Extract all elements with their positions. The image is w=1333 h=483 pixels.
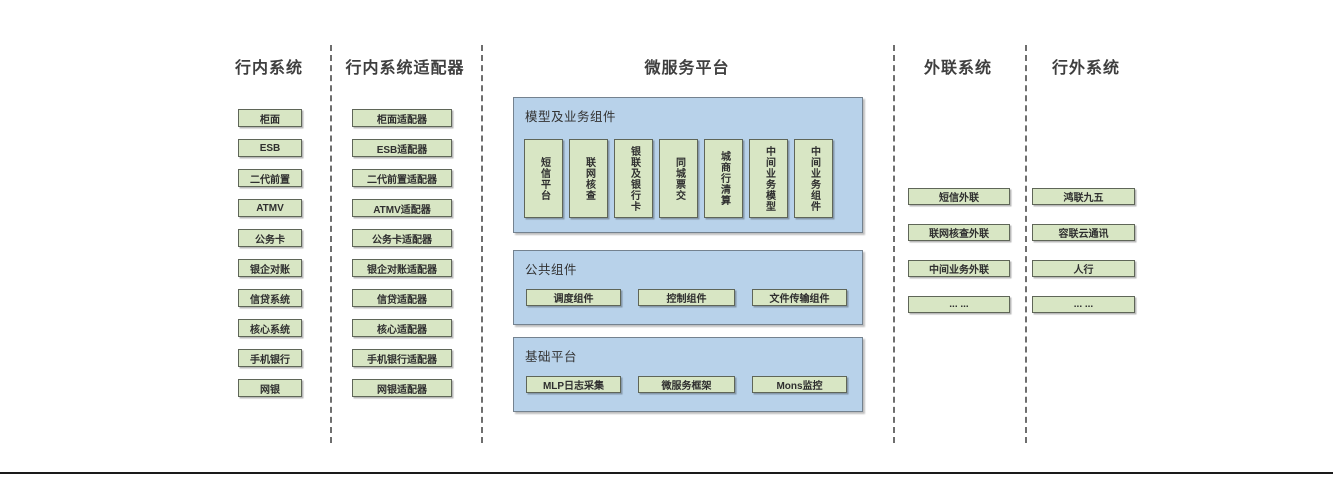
group-common-components: 公共组件 调度组件 控制组件 文件传输组件 [513, 250, 863, 325]
divider-platform-outreach [893, 45, 895, 443]
system-box: 二代前置 [238, 169, 302, 187]
group-label: 基础平台 [525, 350, 578, 364]
component-box: 同城票交 [659, 139, 698, 218]
outreach-box: 短信外联 [908, 188, 1010, 205]
component-box: 文件传输组件 [752, 289, 847, 306]
column-title-adapters: 行内系统适配器 [345, 60, 465, 77]
outreach-box: 联网核查外联 [908, 224, 1010, 241]
column-title-outreach: 外联系统 [923, 60, 993, 77]
system-box: 信贷系统 [238, 289, 302, 307]
system-box: 公务卡 [238, 229, 302, 247]
system-box: 核心系统 [238, 319, 302, 337]
adapter-box: 手机银行适配器 [352, 349, 452, 367]
adapter-box: ATMV适配器 [352, 199, 452, 217]
outreach-box: ... ... [908, 296, 1010, 313]
vertical-components-row: 短信平台 联网核查 银联及银行卡 同城票交 城商行清算 中间业务模型 中间业务组… [524, 139, 833, 218]
divider-outreach-external [1025, 45, 1027, 443]
column-title-external: 行外系统 [1051, 60, 1121, 77]
column-title-internal: 行内系统 [234, 60, 304, 77]
component-box: MLP日志采集 [526, 376, 621, 393]
component-box: 联网核查 [569, 139, 608, 218]
group-model-business-components: 模型及业务组件 短信平台 联网核查 银联及银行卡 同城票交 城商行清算 中间业务… [513, 97, 863, 233]
adapters-column: 柜面适配器 ESB适配器 二代前置适配器 ATMV适配器 公务卡适配器 银企对账… [352, 109, 452, 397]
system-box: 银企对账 [238, 259, 302, 277]
adapter-box: 信贷适配器 [352, 289, 452, 307]
group-base-platform: 基础平台 MLP日志采集 微服务框架 Mons监控 [513, 337, 863, 412]
group-label: 公共组件 [525, 263, 578, 277]
component-box: 调度组件 [526, 289, 621, 306]
common-components-row: 调度组件 控制组件 文件传输组件 [526, 289, 847, 306]
component-box: 控制组件 [638, 289, 735, 306]
adapter-box: 核心适配器 [352, 319, 452, 337]
external-box: 鸿联九五 [1032, 188, 1135, 205]
component-box: 城商行清算 [704, 139, 743, 218]
external-box: ... ... [1032, 296, 1135, 313]
bottom-rule [0, 472, 1333, 474]
base-platform-row: MLP日志采集 微服务框架 Mons监控 [526, 376, 847, 393]
component-box: 中间业务模型 [749, 139, 788, 218]
component-box: Mons监控 [752, 376, 847, 393]
adapter-box: ESB适配器 [352, 139, 452, 157]
divider-internal-adapters [330, 45, 332, 443]
adapter-box: 柜面适配器 [352, 109, 452, 127]
divider-adapters-platform [481, 45, 483, 443]
internal-systems-column: 柜面 ESB 二代前置 ATMV 公务卡 银企对账 信贷系统 核心系统 手机银行… [238, 109, 302, 397]
system-box: ATMV [238, 199, 302, 217]
external-box: 人行 [1032, 260, 1135, 277]
system-box: ESB [238, 139, 302, 157]
adapter-box: 银企对账适配器 [352, 259, 452, 277]
outreach-systems-column: 短信外联 联网核查外联 中间业务外联 ... ... [908, 188, 1010, 313]
system-box: 手机银行 [238, 349, 302, 367]
component-box: 短信平台 [524, 139, 563, 218]
system-box: 网银 [238, 379, 302, 397]
external-box: 容联云通讯 [1032, 224, 1135, 241]
column-title-platform: 微服务平台 [644, 60, 730, 77]
adapter-box: 网银适配器 [352, 379, 452, 397]
component-box: 银联及银行卡 [614, 139, 653, 218]
adapter-box: 公务卡适配器 [352, 229, 452, 247]
outreach-box: 中间业务外联 [908, 260, 1010, 277]
component-box: 中间业务组件 [794, 139, 833, 218]
external-systems-column: 鸿联九五 容联云通讯 人行 ... ... [1032, 188, 1135, 313]
system-box: 柜面 [238, 109, 302, 127]
component-box: 微服务框架 [638, 376, 735, 393]
adapter-box: 二代前置适配器 [352, 169, 452, 187]
group-label: 模型及业务组件 [525, 110, 617, 124]
